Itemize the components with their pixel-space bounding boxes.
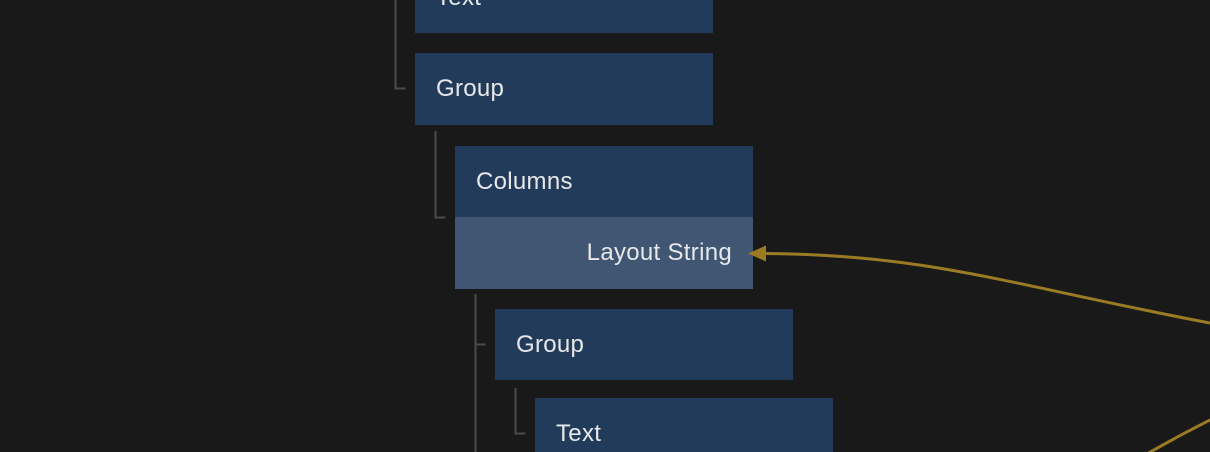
wire-bottom-right[interactable]: [1145, 418, 1210, 452]
tree-node-group-2[interactable]: Group: [495, 309, 793, 380]
node-label: Text: [556, 420, 602, 447]
node-header: Group: [415, 53, 713, 125]
wire-layout-string[interactable]: [763, 252, 1210, 325]
output-port-layout-string[interactable]: Layout String: [455, 217, 753, 289]
wire-arrowhead-icon: [748, 245, 766, 262]
port-label: Layout String: [586, 239, 732, 266]
tree-connector-level-4: [514, 388, 526, 435]
node-label: Group: [516, 330, 585, 358]
tree-connector-level-1: [394, 0, 406, 90]
node-header: Group: [495, 309, 793, 380]
tree-node-columns[interactable]: Columns Layout String: [455, 146, 753, 289]
node-label: Group: [436, 75, 505, 102]
tree-node-text-2[interactable]: Text: [535, 398, 833, 452]
tree-connector-level-2: [434, 131, 446, 219]
tree-node-text-1[interactable]: Text: [415, 0, 713, 33]
node-header: Text: [535, 398, 833, 452]
node-label: Text: [436, 0, 481, 12]
node-label: Columns: [476, 167, 573, 195]
node-header: Text: [415, 0, 713, 33]
node-header: Columns: [455, 146, 753, 217]
tree-node-group-1[interactable]: Group: [415, 53, 713, 125]
